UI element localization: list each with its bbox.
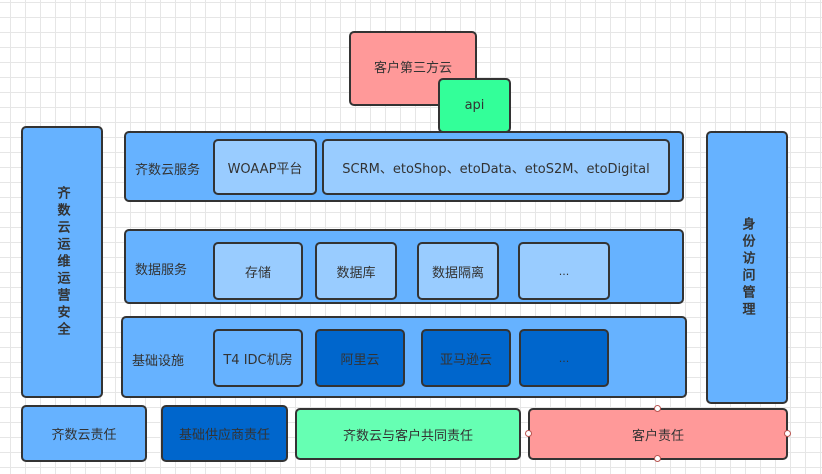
infra-layer-label: 基础设施 <box>132 354 185 369</box>
resize-handle-left[interactable] <box>525 430 532 437</box>
identity-access-pillar[interactable]: 身份访问管理 <box>706 131 788 404</box>
aws-box[interactable]: 亚马逊云 <box>421 329 511 387</box>
legend-shared-label: 齐数云与客户共同责任 <box>342 428 473 444</box>
storage-label: 存储 <box>244 265 271 281</box>
product-suite-box[interactable]: SCRM、etoShop、etoData、etoS2M、etoDigital <box>322 139 670 195</box>
data-layer-label: 数据服务 <box>135 263 188 278</box>
database-label: 数据库 <box>336 265 376 281</box>
data-more-label: ... <box>558 264 570 278</box>
product-suite-label: SCRM、etoShop、etoData、etoS2M、etoDigital <box>342 161 650 177</box>
ops-security-label: 齐数云运维运营安全 <box>54 185 70 339</box>
resize-handle-bottom[interactable] <box>654 455 661 462</box>
infra-more-box[interactable]: ... <box>519 329 609 387</box>
resize-handle-top[interactable] <box>654 405 661 412</box>
infra-more-label: ... <box>558 351 570 365</box>
t4-idc-label: T4 IDC机房 <box>223 352 293 368</box>
legend-supplier-responsibility[interactable]: 基础供应商责任 <box>161 405 288 462</box>
data-isolation-box[interactable]: 数据隔离 <box>417 242 499 300</box>
data-more-box[interactable]: ... <box>518 242 610 300</box>
ops-security-pillar[interactable]: 齐数云运维运营安全 <box>21 126 103 398</box>
aws-label: 亚马逊云 <box>439 352 492 368</box>
customer-third-party-cloud-box[interactable]: 客户第三方云 <box>349 31 477 106</box>
api-label: api <box>464 98 485 113</box>
woaap-platform-label: WOAAP平台 <box>227 161 303 177</box>
t4-idc-box[interactable]: T4 IDC机房 <box>213 329 303 387</box>
api-box[interactable]: api <box>438 78 511 133</box>
legend-qishuyun-responsibility[interactable]: 齐数云责任 <box>21 405 147 462</box>
resize-handle-right[interactable] <box>784 430 791 437</box>
storage-box[interactable]: 存储 <box>213 242 303 300</box>
data-isolation-label: 数据隔离 <box>431 265 484 281</box>
services-layer-label: 齐数云服务 <box>135 163 201 178</box>
woaap-platform-box[interactable]: WOAAP平台 <box>213 139 317 195</box>
legend-shared-responsibility[interactable]: 齐数云与客户共同责任 <box>295 408 521 460</box>
aliyun-label: 阿里云 <box>340 352 380 368</box>
legend-customer-responsibility[interactable]: 客户责任 <box>528 408 788 460</box>
customer-third-party-cloud-label: 客户第三方云 <box>373 61 452 76</box>
legend-supplier-label: 基础供应商责任 <box>178 428 270 443</box>
legend-customer-label: 客户责任 <box>631 428 684 444</box>
legend-qishuyun-label: 齐数云责任 <box>51 428 117 443</box>
identity-access-label: 身份访问管理 <box>739 216 755 319</box>
aliyun-box[interactable]: 阿里云 <box>315 329 405 387</box>
database-box[interactable]: 数据库 <box>315 242 397 300</box>
